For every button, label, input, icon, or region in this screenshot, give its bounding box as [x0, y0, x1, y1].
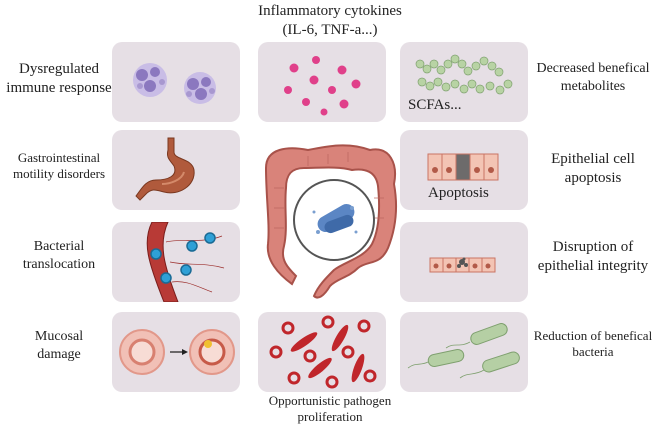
label-apoptosis-line2: apoptosis [564, 169, 622, 186]
intestine-illustration [248, 128, 408, 304]
bottom-label: Opportunistic pathogen proliferation [230, 393, 430, 426]
label-metabolites: Decreased benefical metabolites [527, 60, 659, 95]
top-label-line1: Inflammatory cytokines [258, 3, 402, 19]
immune-cell-icon [184, 72, 216, 104]
panel-stomach [112, 130, 240, 210]
pathogen-illustration [269, 315, 377, 389]
label-mucosal-line2: damage [37, 346, 81, 362]
epithelial-apoptosis-illustration [427, 153, 499, 181]
label-mucosal-line1: Mucosal [34, 329, 84, 344]
label-apoptosis: Epithelial cell apoptosis [527, 150, 659, 188]
panel-pathogens [258, 312, 386, 392]
label-immune-line2: immune response [6, 79, 112, 96]
panel-immune [112, 42, 240, 122]
bottom-label-line2: proliferation [297, 409, 363, 425]
label-reduction-line1: Reduction of benefical [533, 328, 653, 343]
metabolite-chains [415, 54, 513, 95]
label-metabolites-line1: Decreased benefical [536, 61, 650, 76]
panel-beneficial [400, 312, 528, 392]
panel-integrity [400, 222, 528, 302]
apoptosis-label: Apoptosis [428, 185, 489, 201]
panel-translocation [112, 222, 240, 302]
label-motility-line2: motility disorders [12, 166, 106, 182]
top-label: Inflammatory cytokines (IL-6, TNF-a...) [230, 2, 430, 40]
label-motility: Gastrointestinal motility disorders [0, 150, 118, 183]
epithelial-integrity-illustration [429, 257, 496, 273]
label-translocation: Bacterial translocation [0, 238, 118, 273]
translocation-illustration [146, 222, 225, 302]
stomach-illustration [135, 137, 195, 201]
immune-cell-icon [133, 63, 167, 97]
label-integrity-line2: epithelial integrity [537, 257, 649, 274]
label-apoptosis-line1: Epithelial cell [551, 151, 635, 167]
label-translocation-line1: Bacterial [33, 239, 85, 254]
label-integrity-line1: Disruption of [552, 239, 634, 255]
panel-cytokines [258, 42, 386, 122]
label-motility-line1: Gastrointestinal [17, 150, 101, 165]
label-reduction-line2: bacteria [572, 344, 614, 360]
bottom-label-line1: Opportunistic pathogen [268, 393, 392, 408]
cytokine-dots [284, 56, 361, 116]
label-translocation-line2: translocation [22, 256, 96, 272]
immune-cells-illustration [133, 63, 216, 104]
panel-scfa: SCFAs... [400, 42, 528, 122]
mucosal-illustration [119, 329, 235, 375]
label-reduction: Reduction of benefical bacteria [527, 328, 659, 361]
panel-mucosal [112, 312, 240, 392]
scfa-label: SCFAs... [408, 97, 462, 113]
label-mucosal: Mucosal damage [0, 328, 118, 363]
label-immune-line1: Dysregulated [19, 61, 99, 77]
panel-apoptosis: Apoptosis [400, 130, 528, 210]
label-metabolites-line2: metabolites [560, 78, 626, 94]
beneficial-bacteria-illustration [407, 323, 520, 379]
label-immune: Dysregulated immune response [0, 60, 118, 98]
top-label-line2: (IL-6, TNF-a...) [282, 21, 378, 38]
label-integrity: Disruption of epithelial integrity [527, 238, 659, 276]
microbe-cluster-icon [312, 204, 358, 234]
